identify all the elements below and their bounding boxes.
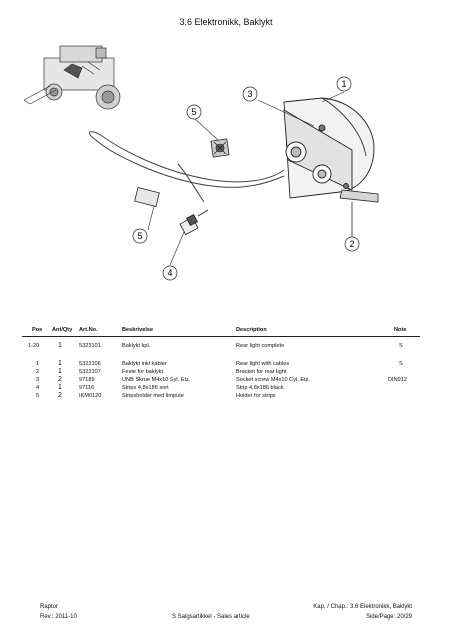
callout-5-upper: 5: [186, 104, 202, 120]
callout-label: 2: [349, 239, 354, 249]
table-row: 1-20 1 5323101 Baklykt kpl. Rear light c…: [22, 342, 420, 350]
header-art: Art.No.: [79, 327, 98, 333]
cell-beskrivelse: Feste for baklykt: [122, 369, 164, 375]
strip-holder-lower: [134, 187, 160, 207]
cell-note: S: [399, 343, 403, 349]
cell-qty: 1: [58, 360, 62, 367]
cell-art: 5323106: [79, 361, 101, 367]
cell-pos: 5: [36, 393, 40, 399]
cell-beskrivelse: Stripsholder med limpute: [122, 393, 184, 399]
cell-beskrivelse: Baklykt kpl.: [122, 343, 151, 349]
header-description: Description: [236, 327, 267, 333]
cell-art: 97116: [79, 385, 95, 391]
exploded-parts-drawing: 1 3 5 5 2 4: [23, 45, 379, 281]
cell-pos: 2: [36, 369, 40, 375]
table-row: 1 1 5323106 Baklykt inkl kabler Rear lig…: [22, 360, 420, 368]
table-row: 2 1 5323107 Feste for baklykt Bracket fo…: [22, 368, 420, 376]
callout-label: 5: [191, 107, 196, 117]
table-header: Pos Ant/Qty Art.No. Beskrivelse Descript…: [22, 318, 420, 337]
cell-description: Holder for strips: [236, 393, 276, 399]
footer-page-number: Side/Page: 20/29: [365, 614, 412, 620]
cell-qty: 2: [58, 392, 62, 399]
strip-holder-upper: [210, 138, 230, 158]
cell-qty: 1: [58, 368, 62, 375]
cell-pos: 3: [36, 377, 40, 383]
cell-qty: 2: [58, 376, 62, 383]
cell-beskrivelse: Baklykt inkl kabler: [122, 361, 167, 367]
header-pos: Pos: [32, 327, 43, 333]
cell-description: Bracket for rear light: [236, 369, 287, 375]
parts-table: Pos Ant/Qty Art.No. Beskrivelse Descript…: [22, 318, 420, 400]
cell-description: Socket screw M4x10 Cyl. Etz.: [236, 377, 310, 383]
connector-plug: [179, 209, 209, 236]
cell-note: S: [399, 361, 403, 367]
callout-5-lower: 5: [132, 228, 148, 244]
cell-pos: 1-20: [28, 343, 40, 349]
bracket: [339, 189, 379, 236]
cell-art: IKM0120: [79, 393, 102, 399]
cell-beskrivelse: Strips 4,8x186 sort: [122, 385, 169, 391]
callout-label: 3: [247, 89, 252, 99]
callout-label: 5: [137, 231, 142, 241]
cell-description: Rear light with cables: [236, 361, 290, 367]
page-title: 3.6 Elektronikk, Baklykt: [179, 17, 273, 27]
cell-description: Strip 4,8x186 black: [236, 385, 284, 391]
cell-qty: 1: [58, 384, 62, 391]
cell-art: 97189: [79, 377, 95, 383]
cell-art: 5323107: [79, 369, 101, 375]
footer-chapter: Kap. / Chap.: 3.6 Elektronikk, Baklykt: [313, 604, 412, 610]
table-row: 5 2 IKM0120 Stripsholder med limpute Hol…: [22, 392, 420, 400]
callout-3: 3: [242, 86, 258, 102]
cell-art: 5323101: [79, 343, 101, 349]
cell-note: DIN912: [388, 377, 407, 383]
callout-label: 4: [167, 268, 172, 278]
callout-4: 4: [162, 265, 178, 281]
callout-1: 1: [336, 76, 352, 92]
rear-light-housing: [283, 97, 375, 199]
cell-pos: 1: [36, 361, 40, 367]
table-row: 3 2 97189 UNB Skrue M4x10 Syl. Etz. Sock…: [22, 376, 420, 384]
table-row: 4 1 97116 Strips 4,8x186 sort Strip 4,8x…: [22, 384, 420, 392]
cell-pos: 4: [36, 385, 40, 391]
footer-model: Raptor: [40, 604, 59, 610]
footer-legend: S Salgsartikkel - Sales article: [172, 614, 250, 620]
footer-revision: Rev.: 2011-10: [40, 614, 77, 620]
callout-label: 1: [341, 79, 346, 89]
cell-beskrivelse: UNB Skrue M4x10 Syl. Etz.: [122, 377, 191, 383]
cell-qty: 1: [58, 342, 62, 349]
cable: [88, 131, 285, 188]
header-note: Note: [394, 327, 407, 333]
header-qty: Ant/Qty: [52, 327, 73, 333]
machine-thumbnail: [23, 45, 121, 110]
header-beskrivelse: Beskrivelse: [122, 327, 154, 333]
cell-description: Rear light complete: [236, 343, 285, 349]
callout-2: 2: [344, 236, 360, 252]
